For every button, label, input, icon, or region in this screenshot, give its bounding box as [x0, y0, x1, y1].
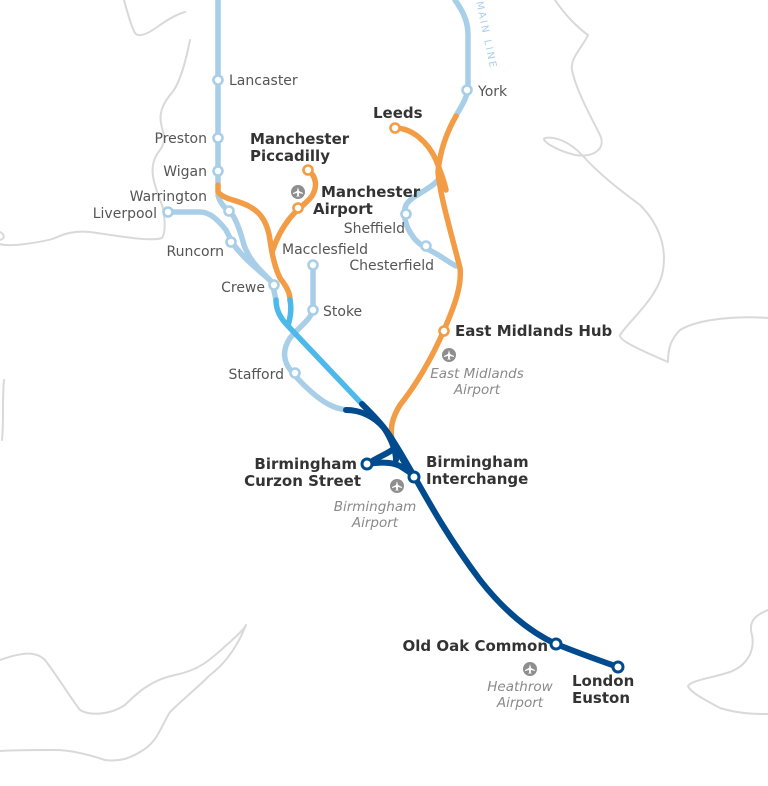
airport-icons — [291, 185, 537, 676]
coastline-west-fragment — [1, 379, 5, 441]
leeds-spur — [392, 125, 449, 193]
macclesfield-stoke-branch — [281, 262, 355, 413]
station-manchester-airport[interactable] — [292, 202, 304, 214]
station-preston[interactable] — [212, 132, 224, 144]
label-manchester-airport-line2: Airport — [313, 200, 373, 218]
label-sheffield: Sheffield — [344, 221, 405, 237]
coastline-thames-estuary — [687, 609, 768, 715]
label-east-midlands-airport-line2: Airport — [453, 382, 501, 398]
label-stoke: Stoke — [323, 304, 362, 320]
station-sheffield[interactable] — [400, 208, 412, 220]
label-birmingham-interchange-line2: Interchange — [426, 470, 528, 488]
heathrow-airport-plane-icon — [523, 662, 537, 676]
airport-labels: East Midlands Airport Birmingham Airport… — [334, 366, 554, 711]
coastline-outlines — [0, 0, 768, 762]
station-york[interactable] — [461, 84, 473, 96]
label-stafford: Stafford — [228, 367, 284, 383]
birmingham-airport-plane-icon — [390, 479, 404, 493]
station-chesterfield[interactable] — [420, 240, 432, 252]
phase-2a-lines — [273, 297, 365, 407]
phase-1-lines — [343, 401, 621, 670]
station-stafford[interactable] — [289, 367, 301, 379]
label-london-euston-line1: London — [572, 672, 634, 690]
east-midlands-airport-plane-icon — [442, 348, 456, 362]
station-birmingham-curzon-street[interactable] — [360, 457, 374, 471]
label-manchester-airport-line1: Manchester — [321, 183, 421, 201]
station-birmingham-interchange[interactable] — [407, 470, 421, 484]
label-york: York — [477, 84, 508, 100]
label-wigan: Wigan — [163, 164, 207, 180]
label-liverpool: Liverpool — [93, 206, 157, 222]
manchester-airport-plane-icon — [291, 185, 305, 199]
station-old-oak-common[interactable] — [549, 637, 563, 651]
main-line-label: MAIN LINE — [473, 0, 498, 70]
station-markers — [162, 74, 625, 674]
label-heathrow-airport-line2: Airport — [496, 695, 544, 711]
label-manchester-piccadilly-line2: Piccadilly — [250, 147, 330, 165]
label-birmingham-airport-line1: Birmingham — [334, 499, 417, 515]
york-main-line — [452, 0, 471, 119]
label-runcorn: Runcorn — [167, 244, 225, 260]
label-london-euston-line2: Euston — [572, 689, 630, 707]
label-chesterfield: Chesterfield — [349, 258, 434, 274]
label-leeds: Leeds — [373, 104, 423, 122]
station-stoke[interactable] — [307, 304, 319, 316]
phase-1-west-join — [343, 407, 399, 463]
sheffield-loop — [401, 177, 459, 269]
station-east-midlands-hub[interactable] — [438, 325, 450, 337]
curzon-street-spur — [365, 443, 417, 479]
coastline-northwest — [123, 0, 186, 37]
label-lancaster: Lancaster — [229, 73, 298, 89]
station-london-euston[interactable] — [611, 660, 625, 674]
label-birmingham-curzon-line2: Curzon Street — [244, 472, 361, 490]
label-birmingham-curzon-line1: Birmingham — [254, 455, 357, 473]
station-lancaster[interactable] — [212, 74, 224, 86]
coastline-wales-south — [0, 624, 247, 762]
station-manchester-piccadilly[interactable] — [302, 164, 314, 176]
label-warrington: Warrington — [130, 189, 207, 205]
phase-1-spine — [359, 401, 621, 670]
coastline-yorkshire — [543, 0, 768, 363]
label-east-midlands-airport-line1: East Midlands — [430, 366, 524, 382]
station-leeds[interactable] — [389, 122, 401, 134]
eastern-leg — [388, 113, 464, 443]
label-macclesfield: Macclesfield — [282, 242, 368, 258]
station-macclesfield[interactable] — [307, 259, 319, 271]
station-wigan[interactable] — [212, 165, 224, 177]
major-station-labels: Leeds Manchester Piccadilly Manchester A… — [244, 104, 634, 707]
station-warrington[interactable] — [223, 205, 235, 217]
western-leg-wigan — [215, 182, 293, 303]
label-birmingham-airport-line2: Airport — [351, 515, 399, 531]
station-crewe[interactable] — [268, 279, 280, 291]
label-old-oak-common: Old Oak Common — [403, 637, 548, 655]
station-liverpool[interactable] — [162, 206, 174, 218]
coastline-wirral — [0, 231, 5, 241]
label-preston: Preston — [155, 131, 207, 147]
label-manchester-piccadilly-line1: Manchester — [250, 130, 350, 148]
station-labels: Lancaster Preston Wigan Warrington Liver… — [93, 73, 508, 383]
label-crewe: Crewe — [221, 280, 265, 296]
station-runcorn[interactable] — [225, 236, 237, 248]
label-east-midlands-hub: East Midlands Hub — [455, 322, 613, 340]
label-birmingham-interchange-line1: Birmingham — [426, 453, 529, 471]
label-heathrow-airport-line1: Heathrow — [487, 679, 553, 695]
coastline-lancashire — [0, 39, 191, 247]
crewe-phase2a-east — [285, 297, 294, 329]
liverpool-branch — [165, 209, 275, 285]
